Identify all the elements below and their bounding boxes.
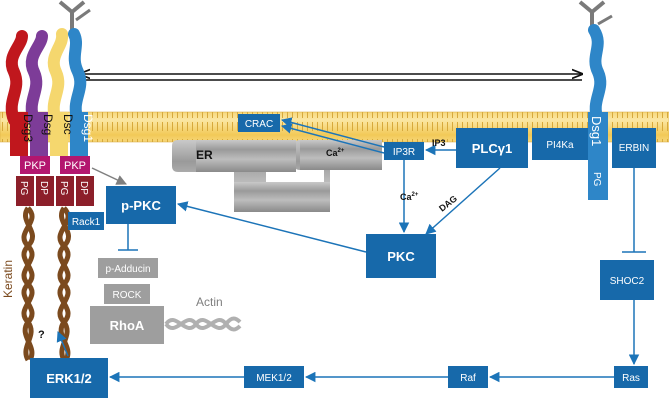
antibody-right-icon [578, 0, 613, 28]
ppkc-box [106, 186, 176, 224]
rack1-label: Rack1 [72, 217, 101, 228]
crac-label: CRAC [245, 119, 273, 130]
erbin-box [612, 128, 656, 168]
mek-label: MEK1/2 [256, 373, 292, 384]
dsc-label: Dsc [61, 114, 75, 135]
p-adducin-label: p-Adducin [105, 264, 150, 275]
pg-box-2 [56, 176, 74, 206]
ip3r-box [384, 142, 424, 160]
crac-box [238, 114, 280, 132]
p-adducin-box [98, 258, 158, 278]
dp-label-1: DP [38, 181, 49, 195]
endoplasmic-reticulum [172, 140, 382, 212]
pi4ka-label: PI4Ka [546, 140, 574, 151]
er-calcium-text: Ca [326, 148, 338, 158]
erk-box [30, 358, 108, 398]
pkc-label: PKC [387, 249, 415, 264]
dsg1-strand [68, 28, 87, 126]
ca-sup: 2+ [412, 192, 419, 198]
shoc2-label: SHOC2 [610, 276, 645, 287]
dsg3-bar [10, 112, 28, 156]
dag-label: DAG [437, 193, 459, 213]
shoc2-box [600, 260, 654, 300]
dsg3-label: Dsg3 [21, 114, 35, 142]
antibody-left-icon [58, 0, 91, 30]
dsg-purple-strand [25, 30, 48, 126]
pkp-to-ppkc-arrow [91, 167, 127, 185]
er-calcium-label: Ca2+ [326, 148, 345, 158]
rock-box [104, 284, 150, 304]
erk-label: ERK1/2 [46, 371, 92, 386]
ip3r-label: IP3R [393, 147, 415, 158]
dsg-label: Dsg [41, 114, 55, 135]
connectors [56, 117, 646, 383]
dsg1-right-bar [588, 112, 608, 200]
dsg1-label: Dsg1 [81, 114, 95, 142]
rhoa-label: RhoA [110, 318, 145, 333]
dsg1-right-strand [588, 24, 607, 126]
pkp-box-1 [20, 156, 50, 174]
keratin-label: Keratin [1, 260, 15, 298]
raf-box [448, 366, 488, 388]
dp-box-2 [76, 176, 94, 206]
erbin-label: ERBIN [619, 143, 650, 154]
dsg-purple-bar [30, 112, 48, 156]
dsc-strand [47, 28, 69, 126]
actin-label: Actin [196, 295, 223, 309]
rhoa-box [90, 306, 164, 344]
rack1-box [68, 212, 104, 230]
dsc-bar [50, 112, 68, 156]
dsg1-bar [70, 112, 88, 156]
adhesion-double-arrow [80, 74, 582, 81]
pkc-box [366, 234, 436, 278]
er-calcium-sup: 2+ [338, 148, 345, 154]
pkp-label-1: PKP [24, 160, 46, 172]
ca-pkc-label: Ca2+ [400, 192, 419, 202]
keratin-filaments [21, 206, 71, 362]
mek-box [244, 366, 304, 388]
pg-right-label: PG [591, 172, 602, 187]
dp-label-2: DP [78, 181, 89, 195]
ras-label: Ras [622, 373, 640, 384]
rock-label: ROCK [113, 290, 142, 301]
ppkc-label: p-PKC [121, 198, 161, 213]
pg-label-1: PG [18, 181, 29, 196]
dp-box-1 [36, 176, 54, 206]
pg-box-1 [16, 176, 34, 206]
plcg1-box [456, 128, 528, 168]
raf-label: Raf [460, 373, 476, 384]
pg-label-2: PG [58, 181, 69, 196]
ip3-label: IP3 [432, 138, 446, 148]
question-mark: ? [38, 329, 45, 341]
pkp-label-2: PKP [64, 160, 86, 172]
er-label: ER [196, 148, 213, 162]
dsg1-right-label: Dsg1 [589, 116, 604, 146]
ras-box [614, 366, 648, 388]
dsg3-strand [5, 30, 28, 126]
pkp-box-2 [60, 156, 90, 174]
plcg1-label: PLCγ1 [472, 141, 512, 156]
ca-text: Ca [400, 192, 412, 202]
pi4ka-box [532, 128, 588, 160]
actin-filament-icon [164, 316, 242, 332]
